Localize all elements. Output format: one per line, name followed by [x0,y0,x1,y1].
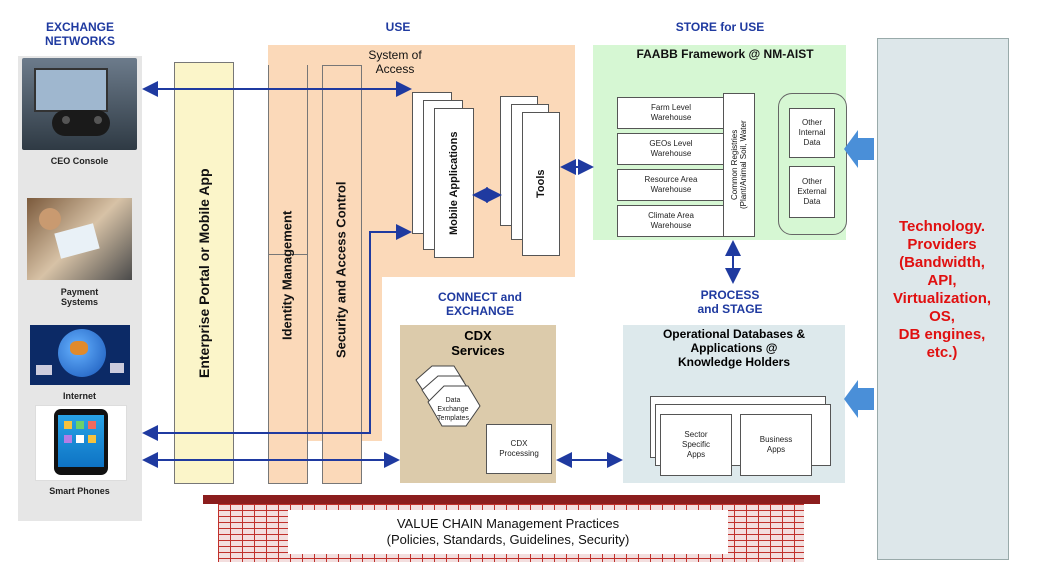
faabb-title: FAABB Framework @ NM-AIST [636,47,814,61]
other-external-data: Other External Data [789,166,835,218]
other-internal-data: Other Internal Data [789,108,835,158]
game-controller-icon [22,58,137,150]
common-registries-box: Common Registries (Plant/Animal Soil, Wa… [723,93,755,237]
value-chain-label: VALUE CHAIN Management Practices (Polici… [386,516,630,547]
use-header: USE [385,20,411,34]
device-label-internet: Internet [62,391,96,401]
value-chain-label-panel: VALUE CHAIN Management Practices (Polici… [288,510,728,554]
system-of-access-label: System of Access [368,48,422,76]
identity-management-column-upper [268,65,308,255]
mobile-apps-box: Mobile Applications [434,108,474,258]
globe-icon [30,325,130,385]
operational-title: Operational Databases & Applications @ K… [662,327,806,369]
technology-providers-region [877,38,1009,560]
warehouse-geos-level: GEOs Level Warehouse [617,133,725,165]
connect-exchange-header: CONNECT and EXCHANGE [438,290,522,318]
value-chain-top-bar [203,495,820,504]
business-apps-box: Business Apps [740,414,812,476]
sector-apps-box: Sector Specific Apps [660,414,732,476]
warehouse-farm-level: Farm Level Warehouse [617,97,725,129]
cdx-processing-box: CDX Processing [486,424,552,474]
store-for-use-header: STORE for USE [675,20,765,34]
warehouse-climate-area: Climate Area Warehouse [617,205,725,237]
device-label-smart-phones: Smart Phones [49,486,110,496]
process-stage-header: PROCESS and STAGE [697,288,763,316]
exchange-networks-header: EXCHANGE NETWORKS [45,20,115,48]
device-label-ceo-console: CEO Console [50,156,109,166]
cdx-services-title: CDX Services [451,328,505,358]
technology-providers-label: Technology. Providers (Bandwidth, API, V… [892,218,992,361]
tools-box: Tools [522,112,560,256]
data-exchange-templates-label: Data Exchange Templates [437,397,469,422]
payment-terminal-icon [27,198,132,280]
device-label-payment-systems: Payment Systems [60,287,99,307]
value-chain-brick-base: VALUE CHAIN Management Practices (Polici… [218,504,804,562]
data-exchange-templates-hexagons [415,365,481,427]
smartphone-icon [35,405,127,481]
warehouse-resource-area: Resource Area Warehouse [617,169,725,201]
